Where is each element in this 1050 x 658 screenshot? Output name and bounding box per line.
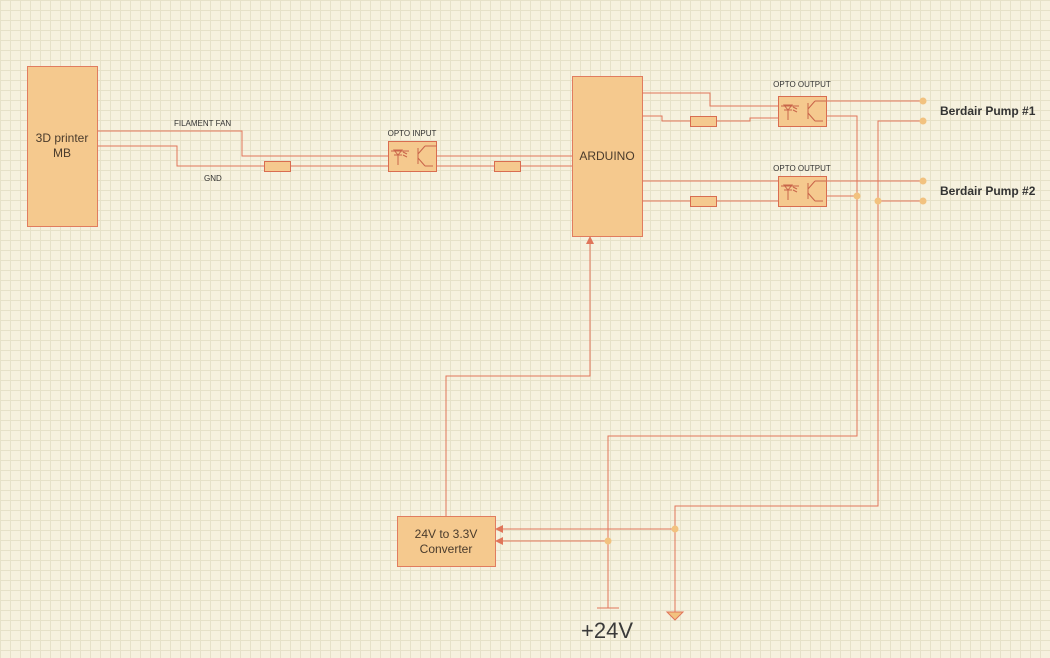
junction-icon	[853, 192, 861, 200]
wire-filament-fan	[98, 130, 572, 157]
filament-fan-label: FILAMENT FAN	[174, 119, 231, 128]
wire-arduino-opto2	[642, 180, 778, 202]
terminal-icon[interactable]	[919, 97, 927, 105]
terminal-icon[interactable]	[919, 197, 927, 205]
opto-output-2[interactable]: OPTO OUTPUT	[773, 164, 831, 207]
opto-output-1[interactable]: OPTO OUTPUT	[773, 80, 831, 127]
converter-block[interactable]: 24V to 3.3V Converter	[397, 516, 496, 567]
opto-output-2-label: OPTO OUTPUT	[773, 164, 831, 173]
junction-icon	[671, 525, 679, 533]
arduino-block[interactable]: ARDUINO	[572, 76, 643, 237]
wire-gnd	[98, 145, 572, 167]
converter-label-line2: Converter	[420, 542, 473, 556]
pump-1-label: Berdair Pump #1	[940, 104, 1036, 118]
wire-pump1	[607, 100, 923, 612]
supply-voltage-label: +24V	[581, 618, 633, 643]
printer-mb-block[interactable]: 3D printer MB	[27, 66, 98, 227]
resistor-icon	[264, 161, 291, 172]
gnd-label: GND	[204, 174, 222, 183]
junction-icon	[874, 197, 882, 205]
wire-arduino-opto1	[642, 92, 778, 122]
pump-2-label: Berdair Pump #2	[940, 184, 1036, 198]
arduino-label: ARDUINO	[579, 149, 634, 163]
resistor-icon	[690, 116, 717, 127]
resistor-icon	[494, 161, 521, 172]
terminal-icon[interactable]	[919, 177, 927, 185]
opto-input[interactable]: OPTO INPUT	[388, 129, 438, 172]
terminal-icon[interactable]	[919, 117, 927, 125]
ground-icon	[665, 611, 685, 621]
junction-icon	[604, 537, 612, 545]
resistor-icon	[690, 196, 717, 207]
printer-mb-label-line1: 3D printer	[36, 131, 89, 145]
wire-supply-converter	[495, 525, 675, 545]
opto-output-1-label: OPTO OUTPUT	[773, 80, 831, 89]
opto-input-label: OPTO INPUT	[388, 129, 437, 138]
printer-mb-label-line2: MB	[53, 146, 71, 160]
wire-converter-arduino	[445, 236, 594, 516]
converter-label-line1: 24V to 3.3V	[415, 527, 478, 541]
wire-pump2	[826, 180, 923, 202]
